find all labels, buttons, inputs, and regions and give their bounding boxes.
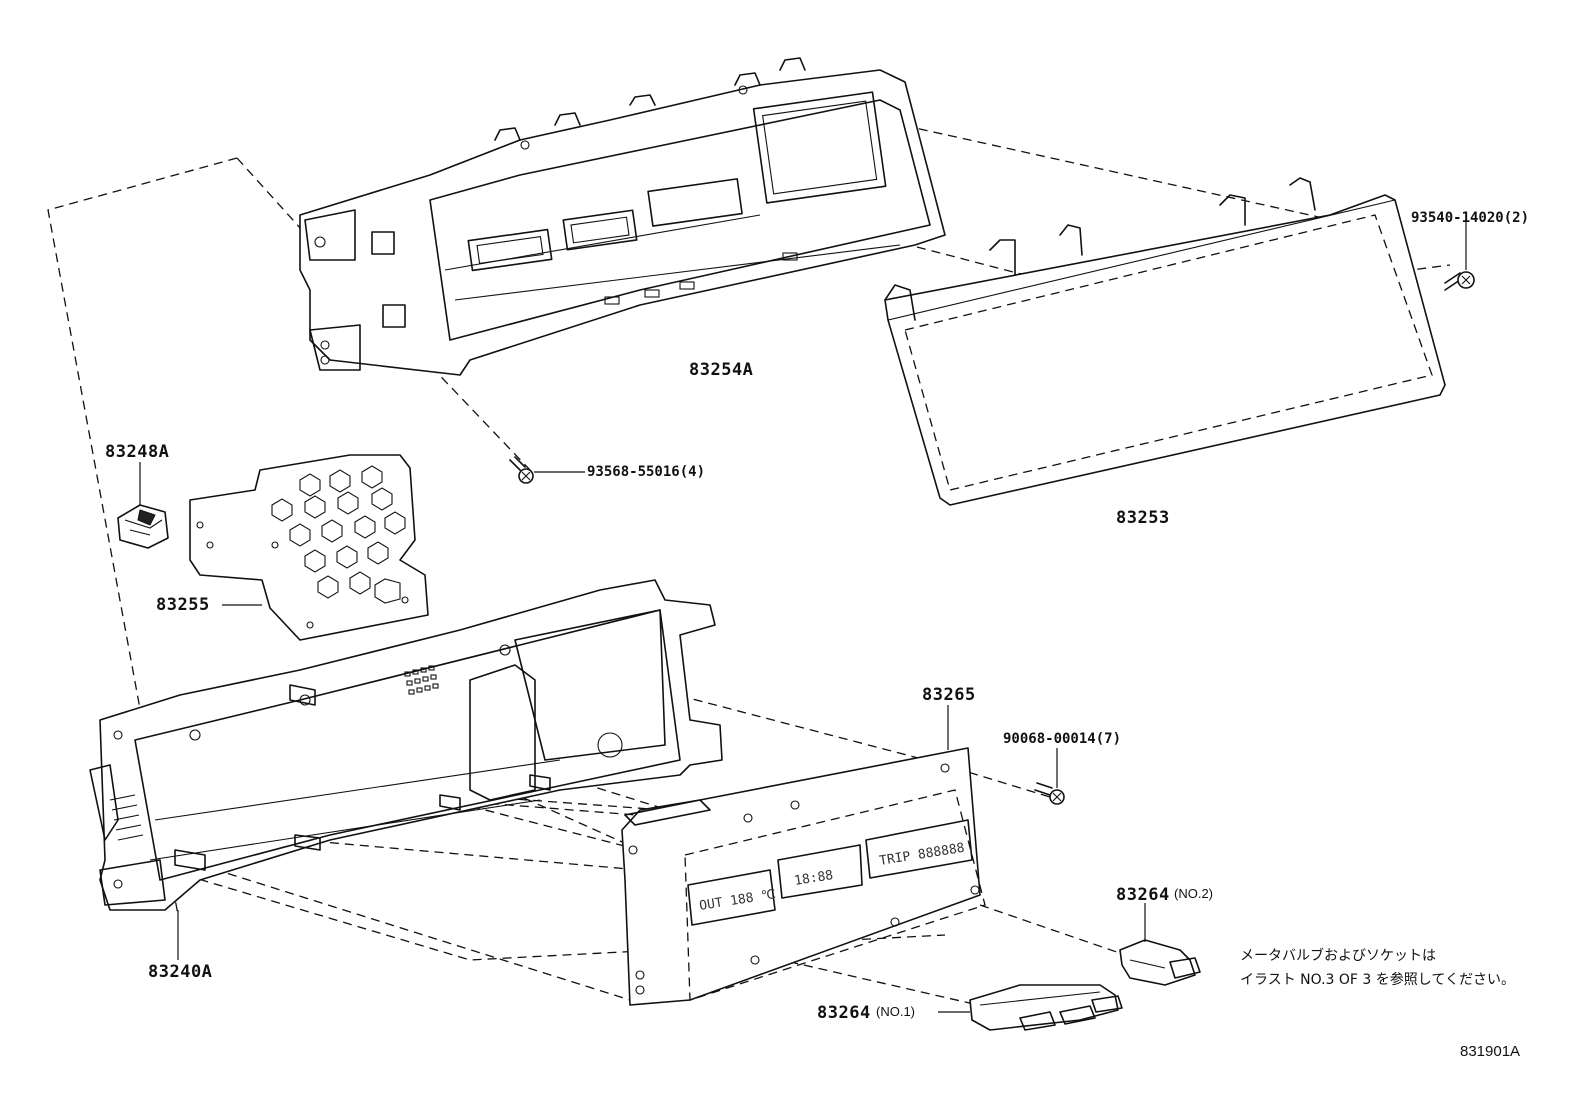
part-83264-no2-socket xyxy=(1119,903,1201,986)
label-83254A: 83254A xyxy=(689,360,753,380)
label-93568: 93568-55016(4) xyxy=(587,464,705,480)
label-83264-no1-qualifier: (NO.1) xyxy=(876,1004,915,1019)
label-83255: 83255 xyxy=(156,595,210,615)
label-83265: 83265 xyxy=(922,685,976,705)
label-83264-no2: 83264 xyxy=(1116,885,1170,905)
part-83248A-connector xyxy=(117,462,169,549)
part-83240A-meter-case xyxy=(89,579,723,960)
label-83240A: 83240A xyxy=(148,962,212,982)
part-83255-printed-circuit xyxy=(189,454,429,641)
part-83254A-meter-hood xyxy=(299,57,946,376)
part-83253-meter-glass xyxy=(884,177,1446,506)
part-83264-no1-socket xyxy=(938,984,1123,1031)
label-83248A: 83248A xyxy=(105,442,169,462)
note-line-2: イラスト NO.3 OF 3 を参照してください。 xyxy=(1240,971,1515,988)
svg-text:18:88: 18:88 xyxy=(793,868,834,889)
screw-93540-14020 xyxy=(1444,220,1475,291)
illustration-code: 831901A xyxy=(1460,1043,1520,1060)
label-83264-no2-qualifier: (NO.2) xyxy=(1174,886,1213,901)
label-83264-no1: 83264 xyxy=(817,1003,871,1023)
label-83253: 83253 xyxy=(1116,508,1170,528)
label-90068: 90068-00014(7) xyxy=(1003,731,1121,747)
note-line-1: メータバルブおよびソケットは xyxy=(1240,947,1436,964)
screw-93568-55016 xyxy=(509,456,585,484)
part-83265-meter-plate: OUT 188 ℃ 18:88 TRIP 888888 xyxy=(621,705,986,1006)
label-93540: 93540-14020(2) xyxy=(1411,210,1529,226)
screw-90068-00014 xyxy=(1034,748,1065,805)
